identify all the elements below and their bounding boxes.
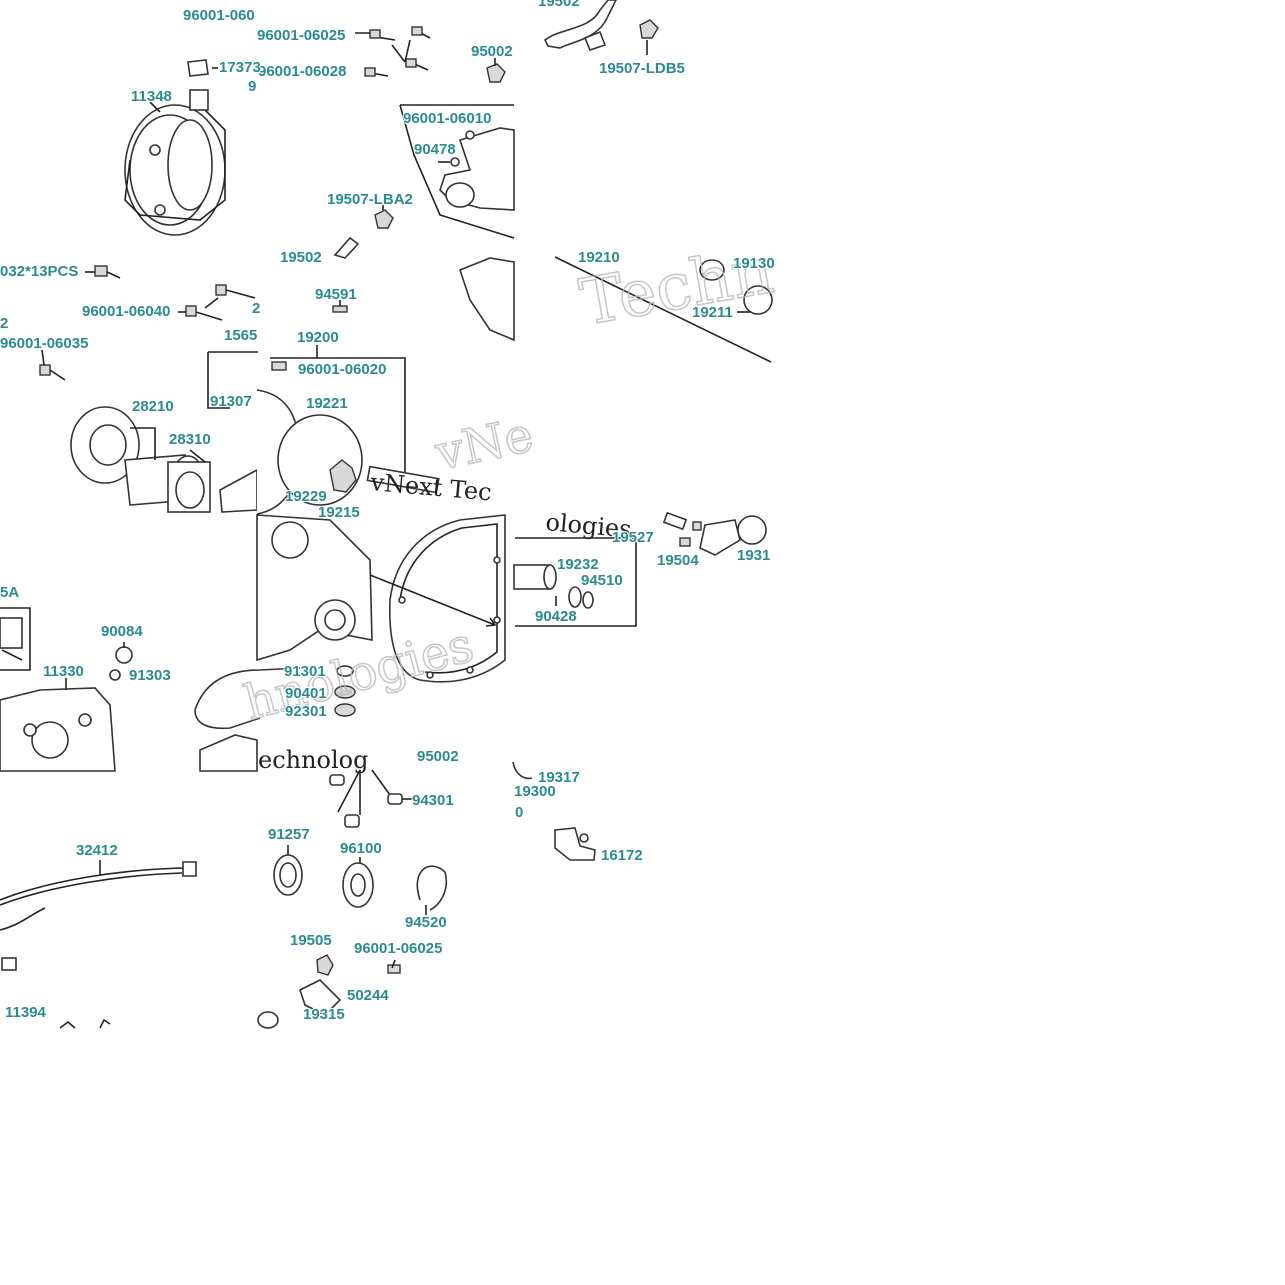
label-11348: 11348 bbox=[131, 88, 172, 105]
label-19211: 19211 bbox=[692, 304, 733, 321]
wire-32412-drawing bbox=[0, 860, 197, 1029]
label-90401: 90401 bbox=[285, 685, 327, 702]
label-17373: 17373 bbox=[219, 59, 261, 76]
water-pump-drawing bbox=[333, 104, 515, 259]
label-19502-b: 19502 bbox=[280, 249, 322, 266]
label-032-13pcs: 032*13PCS bbox=[0, 263, 78, 280]
hose-19502-drawing bbox=[543, 0, 659, 55]
label-90428: 90428 bbox=[535, 608, 577, 625]
label-96001-06020: 96001-06020 bbox=[298, 361, 386, 378]
label-19221: 19221 bbox=[306, 395, 348, 412]
label-96001-06025-b: 96001-06025 bbox=[354, 940, 442, 957]
label-19507-ldb5: 19507-LDB5 bbox=[599, 60, 685, 77]
crankcase-drawing bbox=[0, 607, 258, 772]
label-28210: 28210 bbox=[132, 398, 174, 415]
label-19232: 19232 bbox=[557, 556, 599, 573]
label-96001-06010: 96001-06010 bbox=[403, 110, 491, 127]
label-92301: 92301 bbox=[285, 703, 327, 720]
label-19315: 19315 bbox=[303, 1006, 345, 1023]
label-90478: 90478 bbox=[414, 141, 456, 158]
label-19502-a: 19502 bbox=[538, 0, 580, 10]
label-28310: 28310 bbox=[169, 431, 211, 448]
bearings-drawing bbox=[257, 769, 448, 1029]
starter-gear-drawing bbox=[39, 265, 258, 513]
label-91257: 91257 bbox=[268, 826, 310, 843]
label-96001-06035: 96001-06035 bbox=[0, 335, 88, 352]
part-labels: 96001-060 96001-06025 96001-06028 95002 … bbox=[0, 0, 776, 1024]
label-19300: 19300 bbox=[514, 783, 556, 800]
label-2-left: 2 bbox=[0, 315, 8, 332]
label-1565: 1565 bbox=[224, 327, 257, 344]
label-1931: 1931 bbox=[737, 547, 770, 564]
label-32412: 32412 bbox=[76, 842, 118, 859]
gasket-drawing bbox=[194, 514, 506, 730]
label-50244: 50244 bbox=[347, 987, 389, 1004]
label-94301: 94301 bbox=[412, 792, 454, 809]
label-95002-b: 95002 bbox=[417, 748, 459, 765]
label-2: 2 bbox=[252, 300, 260, 317]
thermostat-drawing bbox=[513, 511, 767, 627]
label-96001-06025-a: 96001-06025 bbox=[257, 27, 345, 44]
label-19317: 19317 bbox=[538, 769, 580, 786]
label-19130: 19130 bbox=[733, 255, 775, 272]
label-9: 9 bbox=[248, 78, 256, 95]
watermark-text-f: vNe bbox=[430, 407, 538, 482]
label-94510: 94510 bbox=[581, 572, 623, 589]
tile6-drawing bbox=[554, 256, 773, 363]
label-90084: 90084 bbox=[101, 623, 143, 640]
label-96100: 96100 bbox=[340, 840, 382, 857]
label-19215: 19215 bbox=[318, 504, 360, 521]
label-91307: 91307 bbox=[210, 393, 252, 410]
label-94520: 94520 bbox=[405, 914, 447, 931]
label-11394: 11394 bbox=[5, 1004, 47, 1021]
watermark-text-e: echnolog bbox=[258, 746, 369, 774]
bracket-16172-drawing bbox=[512, 761, 596, 861]
label-96001-060: 96001-060 bbox=[183, 7, 255, 24]
label-19210: 19210 bbox=[578, 249, 620, 266]
label-19200: 19200 bbox=[297, 329, 339, 346]
label-91303: 91303 bbox=[129, 667, 171, 684]
label-95002-a: 95002 bbox=[471, 43, 513, 60]
label-19527: 19527 bbox=[612, 529, 654, 546]
label-16172: 16172 bbox=[601, 847, 643, 864]
cover-11348-drawing bbox=[124, 59, 226, 236]
label-19504: 19504 bbox=[657, 552, 699, 569]
label-91301: 91301 bbox=[284, 663, 326, 680]
bolts-drawing bbox=[355, 26, 506, 83]
label-11330: 11330 bbox=[43, 663, 84, 680]
label-19507-lba2: 19507-LBA2 bbox=[327, 191, 413, 208]
label-96001-06028: 96001-06028 bbox=[258, 63, 346, 80]
label-94591: 94591 bbox=[315, 286, 357, 303]
label-19505: 19505 bbox=[290, 932, 332, 949]
label-19229: 19229 bbox=[285, 488, 327, 505]
impeller-drawing bbox=[256, 257, 515, 515]
label-0: 0 bbox=[515, 804, 523, 821]
label-96001-06040: 96001-06040 bbox=[82, 303, 170, 320]
label-5a: 5A bbox=[0, 584, 19, 601]
